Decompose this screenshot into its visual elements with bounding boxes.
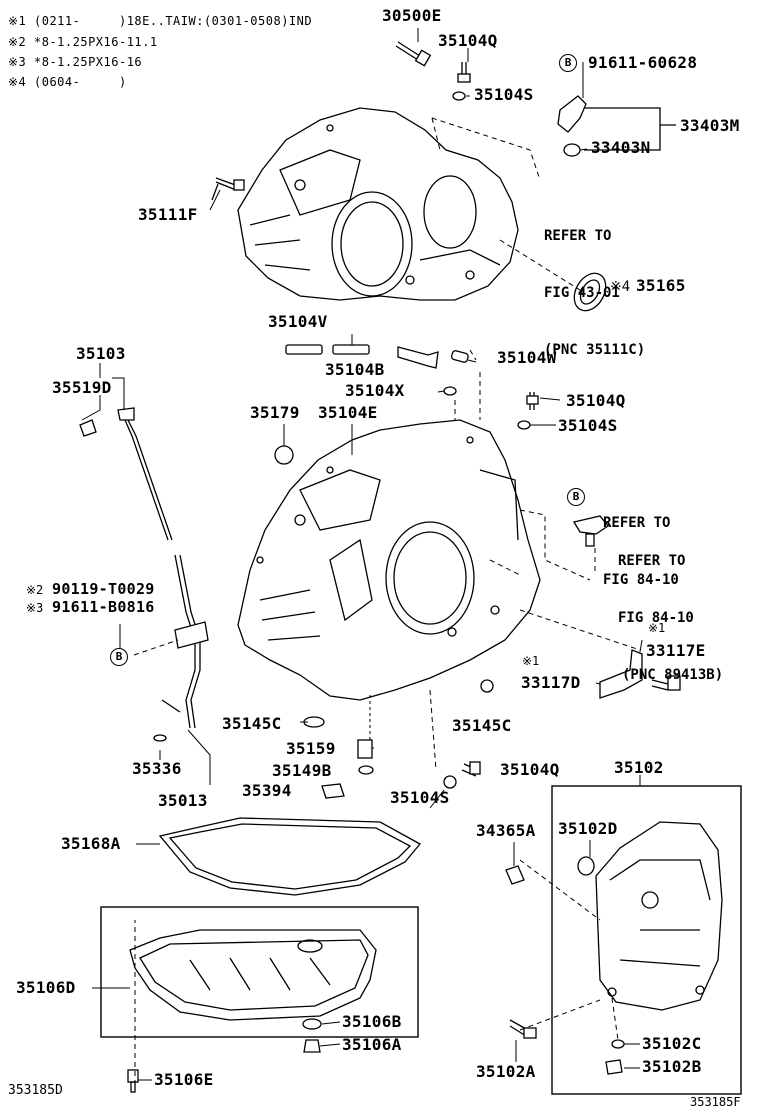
part-35106e[interactable]: 35106E <box>154 1070 214 1089</box>
part-35102b[interactable]: 35102B <box>642 1057 702 1076</box>
part-35102[interactable]: 35102 <box>614 758 664 777</box>
part-33117d[interactable]: 33117D <box>521 673 581 692</box>
side-cover-35102 <box>595 821 723 1011</box>
transaxle-housing-upper <box>237 107 519 301</box>
part-35106a[interactable]: 35106A <box>342 1035 402 1054</box>
part-35102c[interactable]: 35102C <box>642 1034 702 1053</box>
part-35336[interactable]: 35336 <box>132 759 182 778</box>
part-35394[interactable]: 35394 <box>242 781 292 800</box>
part-35165[interactable]: 35165 <box>636 276 686 295</box>
note-3: ※3 *8-1.25PX16-16 <box>8 55 143 69</box>
mark-x3: ※3 <box>26 601 44 615</box>
part-35111f[interactable]: 35111F <box>138 205 198 224</box>
part-35104b[interactable]: 35104B <box>325 360 385 379</box>
ref2-line1: REFER TO <box>603 515 671 531</box>
part-35102a[interactable]: 35102A <box>476 1062 536 1081</box>
part-35013[interactable]: 35013 <box>158 791 208 810</box>
part-35159[interactable]: 35159 <box>286 739 336 758</box>
part-35104s-mid[interactable]: 35104S <box>558 416 618 435</box>
part-90119-t0029[interactable]: 90119-T0029 <box>52 580 155 598</box>
ref3-line1: REFER TO <box>618 553 686 569</box>
circle-b-marker: B <box>559 54 577 72</box>
circle-b-marker-3: B <box>110 648 128 666</box>
refer-to-fig-84-10-b[interactable]: REFER TO FIG 84-10 (PNC 89413B) <box>618 514 723 704</box>
part-35104x[interactable]: 35104X <box>345 381 405 400</box>
part-35104s-top[interactable]: 35104S <box>474 85 534 104</box>
part-35519d[interactable]: 35519D <box>52 378 112 397</box>
part-35103[interactable]: 35103 <box>76 344 126 363</box>
part-35106d[interactable]: 35106D <box>16 978 76 997</box>
ref1-line3: (PNC 35111C) <box>544 342 646 358</box>
part-35104q-low[interactable]: 35104Q <box>500 760 560 779</box>
note-1: ※1 (0211- )18E..TAIW:(0301-0508)IND <box>8 14 313 28</box>
part-33403n[interactable]: 33403N <box>591 138 651 157</box>
part-35104v[interactable]: 35104V <box>268 312 328 331</box>
ref1-line1: REFER TO <box>544 228 612 244</box>
part-30500e[interactable]: 30500E <box>382 6 442 25</box>
mark-x2: ※2 <box>26 583 44 597</box>
note-4: ※4 (0604- ) <box>8 75 127 89</box>
ref3-line2: FIG 84-10 <box>618 610 694 626</box>
ref3-line3: (PNC 89413B) <box>622 667 724 683</box>
part-35168a[interactable]: 35168A <box>61 834 121 853</box>
ref1-line2: FIG 43-01 <box>544 285 620 301</box>
refer-to-fig-84-10-a[interactable]: REFER TO FIG 84-10 <box>603 476 679 609</box>
part-35104q-mid[interactable]: 35104Q <box>566 391 626 410</box>
part-35104q-top[interactable]: 35104Q <box>438 31 498 50</box>
ref2-line2: FIG 84-10 <box>603 572 679 588</box>
mark-x4: ※4 <box>610 279 631 295</box>
circle-b-marker-2: B <box>567 488 585 506</box>
part-35102d[interactable]: 35102D <box>558 819 618 838</box>
footer-left-code: 353185D <box>8 1083 63 1098</box>
part-33403m[interactable]: 33403M <box>680 116 740 135</box>
mark-x1-a: ※1 <box>648 621 666 635</box>
part-35106b[interactable]: 35106B <box>342 1012 402 1031</box>
part-91611-60628[interactable]: 91611-60628 <box>588 53 698 72</box>
bolt-30500e <box>395 41 432 67</box>
part-35179[interactable]: 35179 <box>250 403 300 422</box>
part-33117e[interactable]: 33117E <box>646 641 706 660</box>
refer-to-fig-43-01[interactable]: REFER TO FIG 43-01 (PNC 35111C) <box>544 189 645 379</box>
part-35149b[interactable]: 35149B <box>272 761 332 780</box>
part-35104e[interactable]: 35104E <box>318 403 378 422</box>
part-91611-b0816[interactable]: 91611-B0816 <box>52 598 155 616</box>
transaxle-case-middle <box>237 419 541 701</box>
part-35104s-low[interactable]: 35104S <box>390 788 450 807</box>
oil-pan-35106d <box>129 929 377 1021</box>
footer-right-code: 353185F <box>690 1095 741 1109</box>
part-34365a[interactable]: 34365A <box>476 821 536 840</box>
note-2: ※2 *8-1.25PX16-11.1 <box>8 35 158 49</box>
part-35145c-left[interactable]: 35145C <box>222 714 282 733</box>
part-35145c-right[interactable]: 35145C <box>452 716 512 735</box>
mark-x1-b: ※1 <box>522 654 540 668</box>
part-35104w[interactable]: 35104W <box>497 348 557 367</box>
